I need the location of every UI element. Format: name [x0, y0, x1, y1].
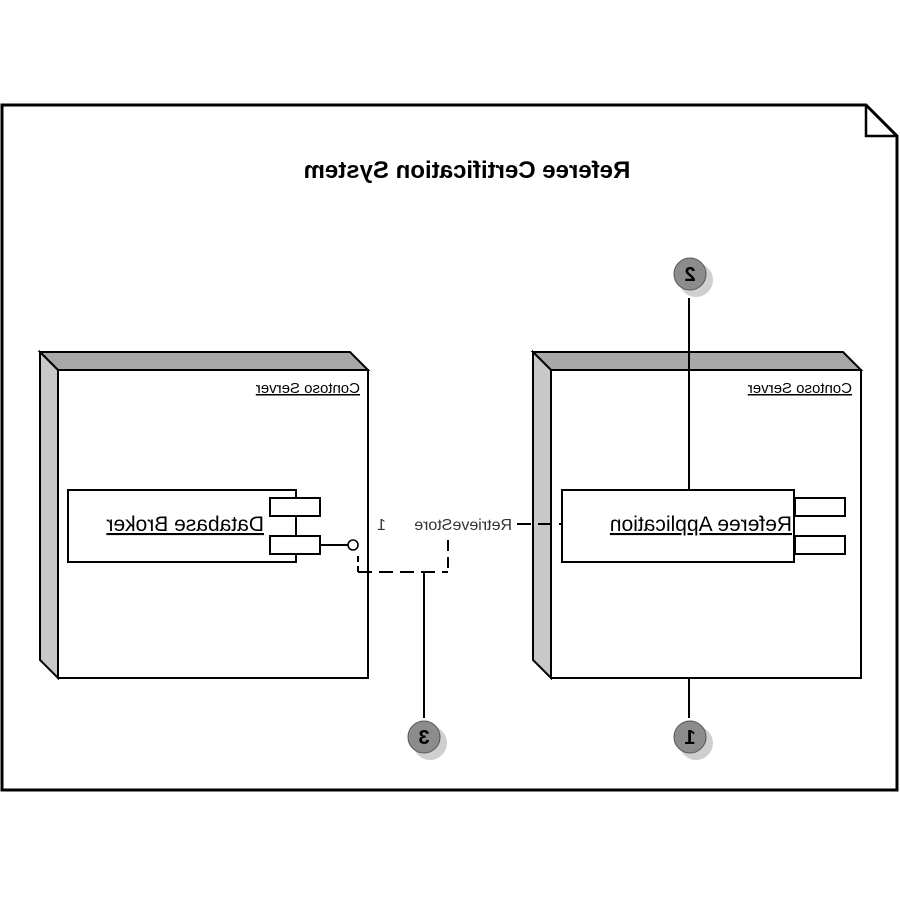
- component-database-broker[interactable]: Database Broker: [67, 489, 321, 563]
- node-left-stereotype: Contoso Server: [256, 380, 360, 397]
- node-right-stereotype: Contoso Server: [748, 380, 852, 397]
- callout-2: 2: [673, 257, 713, 297]
- dependency-connector: RetrieveStore 1: [357, 517, 562, 573]
- node-left: Contoso Server Database Broker: [37, 349, 371, 681]
- component-referee-application[interactable]: Referee Application: [561, 489, 846, 563]
- component-database-broker-label: Database Broker: [106, 513, 264, 536]
- diagram-title: Referee Certification System: [304, 157, 631, 184]
- component-port-upper: [794, 497, 846, 517]
- component-referee-application-label: Referee Application: [610, 513, 792, 536]
- component-port-lower: [269, 535, 321, 555]
- node-left-side-face: [39, 349, 59, 681]
- interface-label-suffix: 1: [377, 517, 386, 534]
- node-right-side-face: [532, 349, 552, 681]
- component-port-lower: [794, 535, 846, 555]
- callout-3: 3: [407, 720, 447, 760]
- node-right-top-face: [530, 351, 864, 371]
- interface-socket-icon: [347, 539, 359, 551]
- callout-1: 1: [673, 720, 713, 760]
- node-left-top-face: [37, 351, 371, 371]
- interface-label: RetrieveStore: [414, 517, 512, 534]
- callout-2-label: 2: [684, 264, 695, 286]
- callout-3-label: 3: [418, 727, 429, 749]
- callout-1-label: 1: [684, 727, 695, 749]
- component-port-upper: [269, 497, 321, 517]
- node-right: Contoso Server Referee Application: [530, 349, 864, 681]
